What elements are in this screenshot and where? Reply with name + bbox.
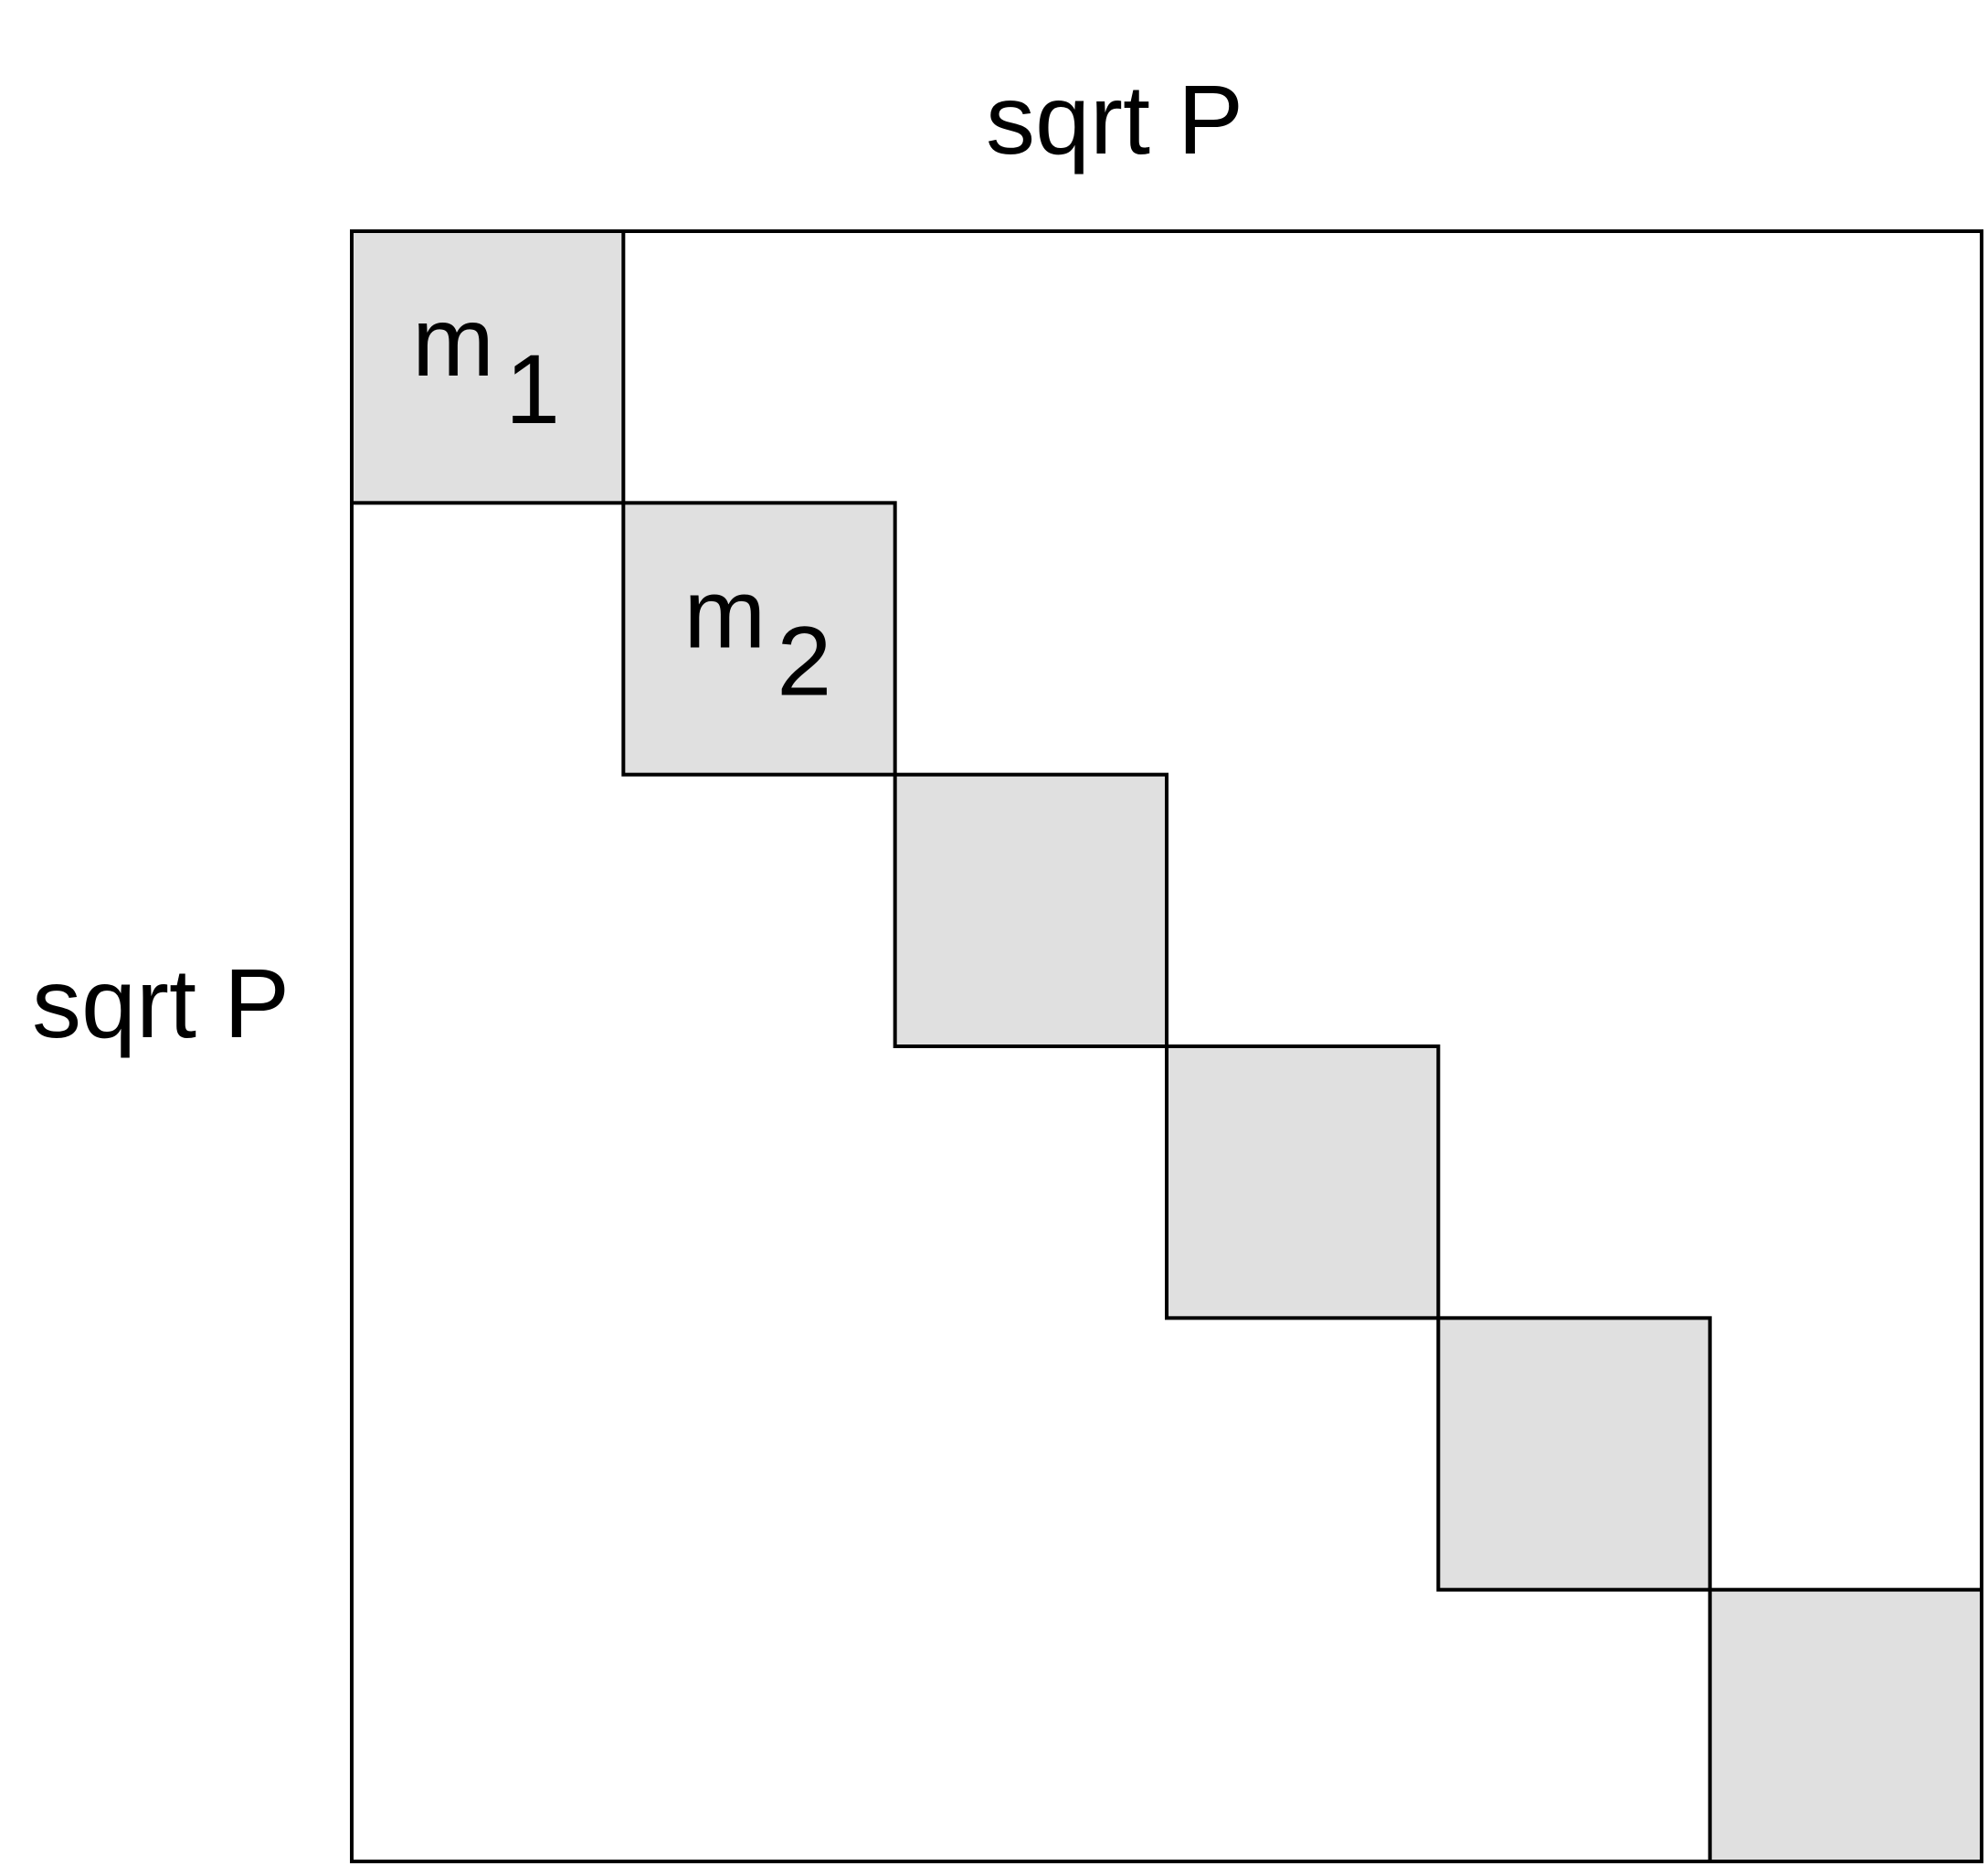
diagonal-block bbox=[893, 772, 1169, 1049]
diagonal-block bbox=[1436, 1316, 1712, 1592]
diagonal-block bbox=[1165, 1044, 1441, 1320]
block-label-subscript: 2 bbox=[777, 605, 831, 716]
diagonal-block-square bbox=[1708, 1587, 1983, 1863]
block-label-base: m bbox=[683, 557, 766, 668]
diagonal-block-square bbox=[621, 501, 897, 777]
diagonal-block bbox=[1708, 1587, 1983, 1863]
diagonal-block-square bbox=[1436, 1316, 1712, 1592]
diagonal-block-square bbox=[1165, 1044, 1441, 1320]
left-dimension-label: sqrt P bbox=[32, 948, 290, 1058]
top-dimension-label: sqrt P bbox=[986, 64, 1243, 175]
matrix-outline bbox=[350, 229, 1983, 1863]
diagonal-block-square bbox=[893, 772, 1169, 1049]
diagonal-block-square bbox=[350, 229, 626, 505]
block-label-base: m bbox=[412, 286, 494, 397]
block-label-subscript: 1 bbox=[505, 334, 560, 444]
